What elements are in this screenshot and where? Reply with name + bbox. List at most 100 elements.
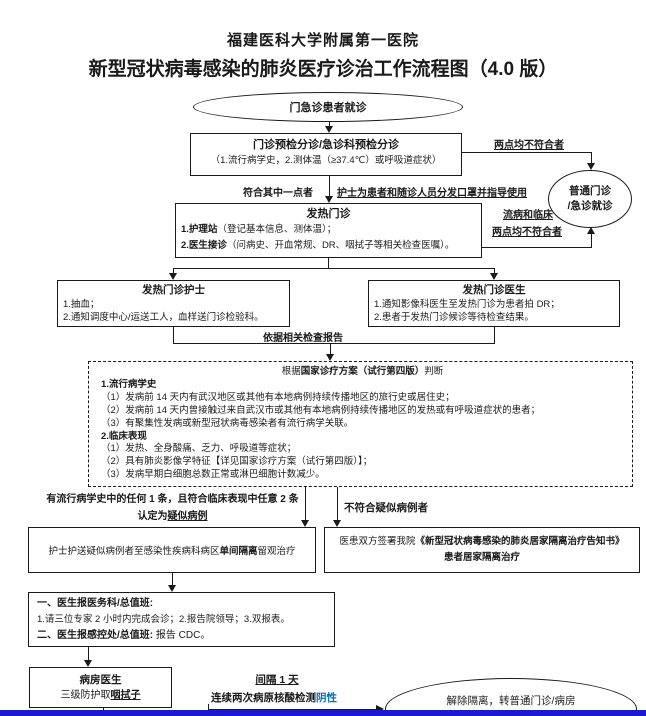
edge-label-suspect: 有流行病学史中的任何 1 条，且符合临床表现中任意 2 条 认定为疑似病例 <box>30 491 315 525</box>
nat-test-text: 连续两次病原核酸检测 <box>211 692 316 704</box>
ward-doctor-title: 病房医生 <box>79 673 122 686</box>
connector-line <box>173 268 495 269</box>
arrowhead-right <box>376 705 384 713</box>
arrowhead-up <box>587 227 595 234</box>
edge-label-match-one: 符合其中一点者 <box>243 188 313 199</box>
arrowhead-down <box>325 196 333 203</box>
connector-line <box>329 122 330 128</box>
connector-line <box>172 573 173 586</box>
home-isolation-box: 医患双方签署我院《新型冠状病毒感染的肺炎居家隔离治疗告知书》 患者居家隔离治疗 <box>324 527 640 573</box>
connector-line <box>482 247 592 248</box>
suspect-rule: 有流行病学史中的任何 1 条，且符合临床表现中任意 2 条 <box>46 494 299 505</box>
report-box: 一、医生报医务科/总值班: 1.请三位专家 2 小时内完成会诊；2.报告院领导；… <box>28 592 335 647</box>
triage-criteria: （1.流行病学史，2.测体温（≥37.4℃）或呼吸道症状） <box>210 155 442 166</box>
normal-clinic-line2: /急诊就诊 <box>567 200 613 212</box>
judge-epi-head: 1.流行病学史 <box>101 378 157 390</box>
ward-doctor-box: 病房医生 三级防护取咽拭子 <box>29 667 172 708</box>
suspect-conclusion-mark: 疑似病例 <box>167 511 208 522</box>
connector-line <box>591 233 592 247</box>
connector-line <box>328 258 329 268</box>
ward-doctor-line-bold: 咽拭子 <box>110 689 141 701</box>
judge-title-bold: 国家诊疗方案（试行第四版） <box>300 366 425 377</box>
normal-clinic-line1: 普通门诊 <box>569 185 611 197</box>
arrowhead-down <box>333 520 341 527</box>
connector-line <box>208 704 209 710</box>
edge-label-not-suspect: 不符合疑似病例者 <box>344 502 428 514</box>
suspect-conclusion-pre: 认定为 <box>137 511 168 522</box>
release-label: 解除隔离，转普通门诊/病房 <box>446 695 576 707</box>
home-isolation-line1-bold: 《新型冠状病毒感染的肺炎居家隔离治疗告知书》 <box>415 536 625 547</box>
edge-label-nat: 连续两次病原核酸检测阴性 <box>211 690 337 705</box>
arrowhead-down <box>490 273 498 280</box>
fever-doctor-item1: 1.通知影像科医生至发热门诊为患者拍 DR； <box>374 299 560 310</box>
connector-line <box>462 152 592 153</box>
edge-label-interval: 间隔 1 天 <box>255 674 299 686</box>
fever-clinic-item1-head: 1.护理站 <box>181 224 218 235</box>
fever-nurse-box: 发热门诊护士 1.抽血； 2.通知调度中心/运送工人，血样送门诊检验科。 <box>57 280 290 327</box>
normal-clinic-ellipse: 普通门诊 /急诊就诊 <box>548 170 632 228</box>
edge-label-by-reports: 依据相关检查报告 <box>263 333 343 344</box>
report-line3-head: 二、医生报感控处/总值班: <box>37 630 154 641</box>
connector-line <box>494 327 495 343</box>
connector-line <box>173 343 495 344</box>
fever-doctor-title: 发热门诊医生 <box>462 284 526 296</box>
connector-line <box>494 268 495 275</box>
report-line2: 1.请三位专家 2 小时内完成会诊；2.报告院领导；3.双报表。 <box>37 614 290 625</box>
fever-clinic-box: 发热门诊 1.护理站（登记基本信息、测体温）； 2.医生接诊（问病史、开血常规、… <box>175 203 482 258</box>
judge-title-pre: 根据 <box>281 366 301 377</box>
fever-clinic-title: 发热门诊 <box>306 208 351 220</box>
connector-line <box>173 327 174 343</box>
connector-line <box>305 487 306 521</box>
arrowhead-down <box>326 354 334 361</box>
fever-clinic-item2-tail: （问病史、开血常规、DR、咽拭子等相关检查医嘱）。 <box>226 240 455 251</box>
connector-line <box>88 647 89 661</box>
connector-line <box>591 152 592 164</box>
edge-label-mask-note: 护士为患者和随诊人员分发口罩并指导使用 <box>337 188 527 199</box>
home-isolation-line2: 患者居家隔离治疗 <box>443 552 520 563</box>
connector-line <box>329 176 330 197</box>
fever-doctor-box: 发热门诊医生 1.通知影像科医生至发热门诊为患者拍 DR； 2.患者于发热门诊候… <box>368 280 620 327</box>
judge-epi-item: （2）发病前 14 天内曾接触过来自武汉市或其他有本地病例持续传播地区的发热或有… <box>101 404 541 416</box>
ward-doctor-line-pre: 三级防护取 <box>60 689 111 701</box>
arrowhead-down <box>301 520 309 527</box>
bottom-blue-bar <box>0 710 646 716</box>
single-isolation-post: 留观治疗 <box>257 546 296 557</box>
arrowhead-down <box>587 163 595 170</box>
triage-title: 门诊预检分诊/急诊科预检分诊 <box>252 139 400 151</box>
arrowhead-down <box>325 126 333 133</box>
single-isolation-bold: 单间隔离 <box>219 546 258 557</box>
judge-clinic-item: （3）发病早期白细胞总数正常或淋巴细胞计数减少。 <box>101 469 325 481</box>
judge-epi-item: （3）有聚集性发病或新型冠状病毒感染者有流行病学关联。 <box>101 417 354 429</box>
single-isolation-pre: 护士护送疑似病例者至感染性疾病科病区 <box>48 546 220 557</box>
connector-line <box>337 487 338 521</box>
fever-clinic-item2-head: 2.医生接诊 <box>181 240 227 251</box>
fever-nurse-item1: 1.抽血； <box>63 299 100 310</box>
connector-line <box>208 709 376 710</box>
report-line1: 一、医生报医务科/总值班: <box>37 598 154 609</box>
connector-line <box>330 344 331 355</box>
judge-epi-item: （1）发病前 14 天内有武汉地区或其他有本地病例持续传播地区的旅行史或居住史； <box>101 391 455 403</box>
triage-box: 门诊预检分诊/急诊科预检分诊 （1.流行病学史，2.测体温（≥37.4℃）或呼吸… <box>190 133 462 176</box>
connector-line <box>173 268 174 275</box>
judge-criteria-box: 根据国家诊疗方案（试行第四版）判断 1.流行病学史 （1）发病前 14 天内有武… <box>88 361 633 487</box>
report-line3-tail: 报告 CDC。 <box>155 630 211 641</box>
nat-result-text: 阴性 <box>316 692 337 704</box>
judge-title-post: 判断 <box>424 366 444 377</box>
fever-doctor-item2: 2.患者于发热门诊候诊等待检查结果。 <box>374 312 534 323</box>
hospital-name: 福建医科大学附属第一医院 <box>226 32 419 49</box>
arrowhead-down <box>169 273 177 280</box>
start-label: 门急诊患者就诊 <box>289 102 367 114</box>
fever-nurse-title: 发热门诊护士 <box>142 284 205 296</box>
edge-label-both-not-match2: 两点均不符合者 <box>492 227 562 238</box>
edge-label-both-not-match: 两点均不符合者 <box>494 140 564 151</box>
judge-clinic-head: 2.临床表现 <box>101 430 147 442</box>
arrowhead-down <box>168 585 176 592</box>
page-title: 新型冠状病毒感染的肺炎医疗诊治工作流程图（4.0 版） <box>88 59 558 80</box>
judge-clinic-item: （1）发热、全身酸痛、乏力、呼吸道等症状； <box>101 443 297 455</box>
judge-clinic-item: （2）具有肺炎影像学特征【详见国家诊疗方案（试行第四版）】； <box>101 456 373 468</box>
fever-nurse-item2: 2.通知调度中心/运送工人，血样送门诊检验科。 <box>63 312 264 323</box>
fever-clinic-item1-tail: （登记基本信息、测体温）； <box>217 224 337 235</box>
start-ellipse: 门急诊患者就诊 <box>193 92 463 122</box>
single-isolation-box: 护士护送疑似病例者至感染性疾病科病区单间隔离留观治疗 <box>28 527 316 573</box>
